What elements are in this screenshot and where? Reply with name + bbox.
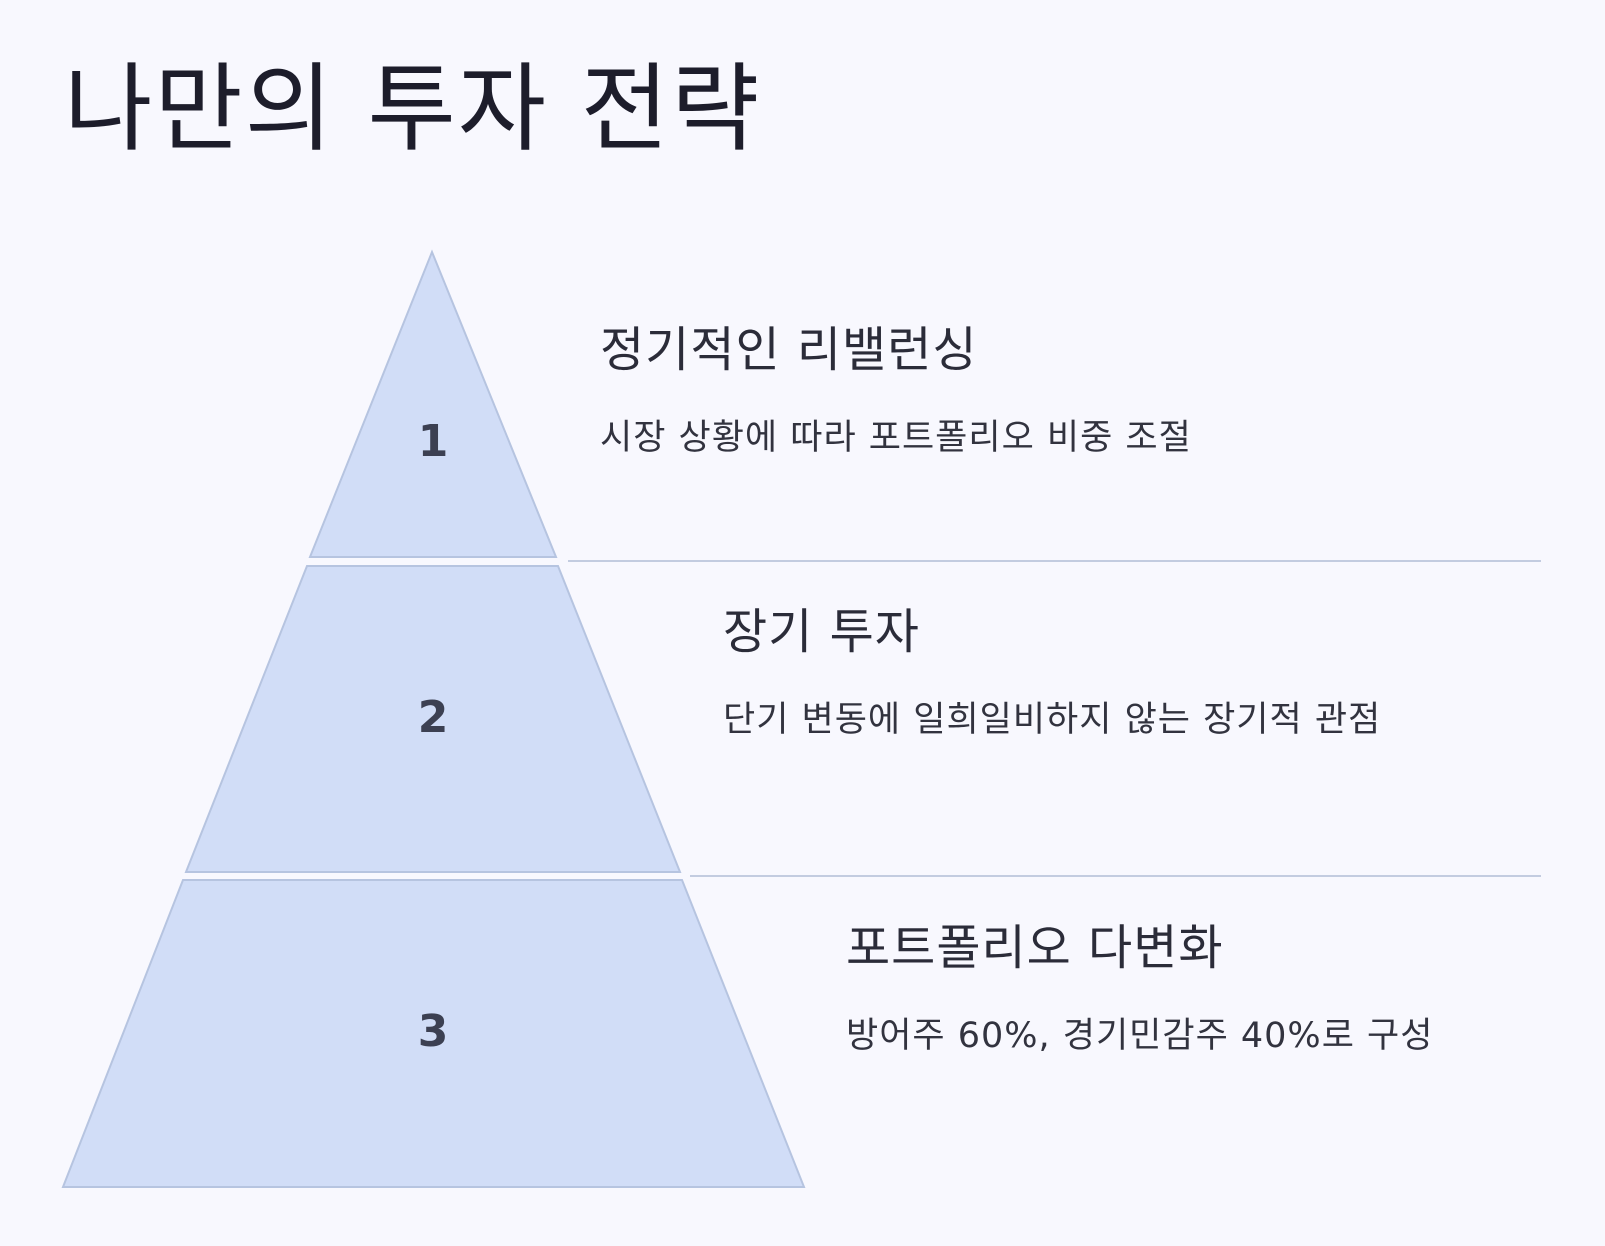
- level-1-text: 정기적인 리밸런싱 시장 상황에 따라 포트폴리오 비중 조절: [600, 322, 1360, 470]
- level-2-text: 장기 투자 단기 변동에 일희일비하지 않는 장기적 관점: [723, 604, 1483, 752]
- pyramid-tier-1: [308, 249, 558, 558]
- pyramid-tier-2: [184, 565, 682, 873]
- level-3-description: 방어주 60%, 경기민감주 40%로 구성: [846, 1015, 1434, 1056]
- level-number-2: 2: [418, 692, 449, 743]
- page-title: 나만의 투자 전략: [64, 53, 762, 165]
- pyramid-tier-3: [61, 879, 806, 1188]
- level-1-title: 정기적인 리밸런싱: [600, 322, 978, 378]
- level-number-1: 1: [418, 416, 449, 467]
- level-2-title: 장기 투자: [723, 604, 920, 660]
- level-number-3: 3: [418, 1006, 449, 1057]
- level-2-description: 단기 변동에 일희일비하지 않는 장기적 관점: [723, 699, 1382, 740]
- level-3-text: 포트폴리오 다변화 방어주 60%, 경기민감주 40%로 구성: [846, 920, 1605, 1068]
- level-1-description: 시장 상황에 따라 포트폴리오 비중 조절: [600, 417, 1192, 458]
- level-3-title: 포트폴리오 다변화: [846, 920, 1224, 976]
